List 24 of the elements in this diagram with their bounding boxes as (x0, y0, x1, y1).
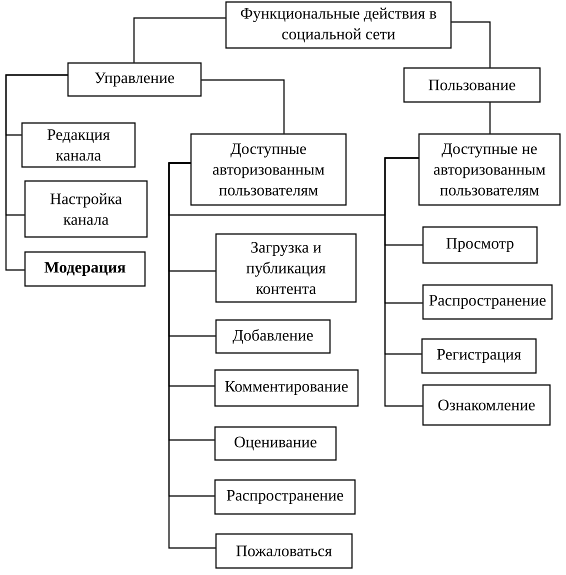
connector-line (202, 79, 285, 134)
action-box: Загрузка и публикация контента (215, 233, 357, 303)
action-box: Распространение (422, 284, 553, 320)
connector-line (168, 157, 418, 216)
root-box: Функциональные действия в социальной сети (225, 1, 452, 49)
action-box: Модерация (24, 251, 146, 287)
action-box: Пожаловаться (215, 533, 353, 569)
action-box: Комментирование (214, 369, 359, 407)
group-box: Доступные авторизованным пользователям (190, 133, 347, 206)
connector-line (489, 102, 491, 134)
connector-line (133, 17, 226, 62)
action-box: Распространение (214, 479, 356, 515)
action-box: Редакция канала (21, 122, 136, 168)
group-box: Доступные не авторизованным пользователям (418, 133, 561, 206)
action-box: Оценивание (214, 426, 337, 461)
action-box: Добавление (215, 319, 331, 354)
action-box: Настройка канала (24, 180, 148, 238)
connector-line (5, 74, 68, 271)
category-box: Управление (67, 62, 202, 97)
connector-line (452, 21, 491, 68)
action-box: Ознакомление (422, 384, 551, 426)
category-box: Пользование (403, 67, 541, 103)
action-box: Просмотр (422, 226, 538, 264)
action-box: Регистрация (421, 338, 537, 374)
